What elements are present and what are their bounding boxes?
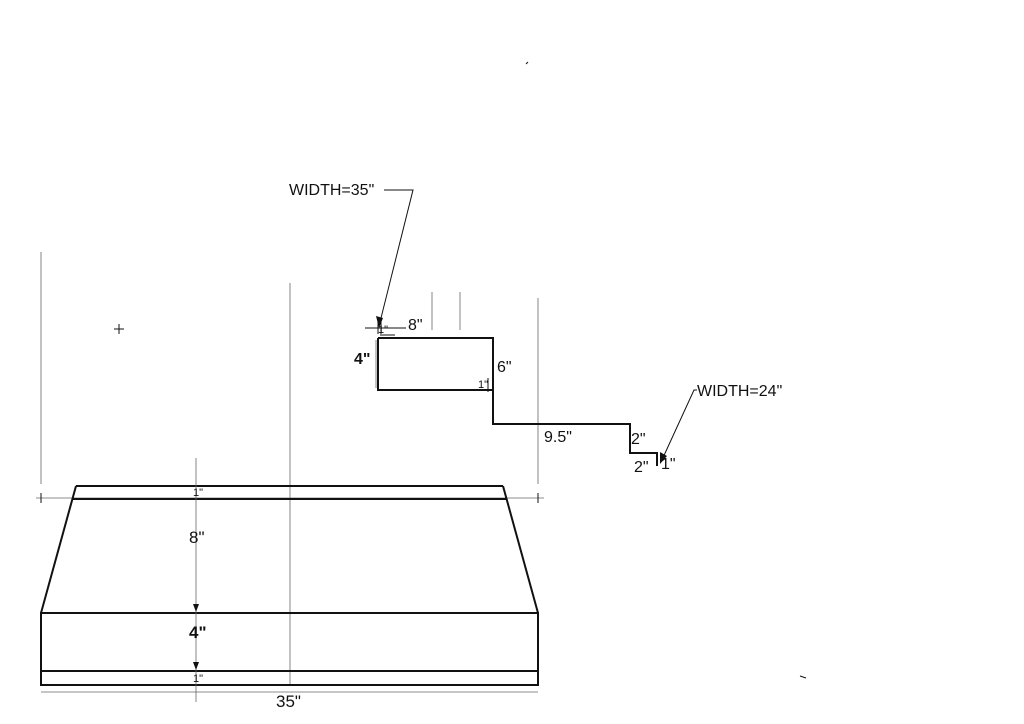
width-35-callout: WIDTH=35" bbox=[289, 182, 374, 199]
dim-6-label: 6" bbox=[497, 359, 512, 376]
profile-lower-box bbox=[377, 338, 493, 391]
profile-outline bbox=[378, 337, 658, 466]
width-24-leader bbox=[660, 389, 697, 463]
dim-4-label: 4" bbox=[354, 351, 370, 368]
width-35-arrowhead bbox=[376, 316, 383, 328]
scan-mark bbox=[525, 61, 529, 65]
front-dim-1-bottom-label: 1" bbox=[193, 673, 203, 685]
scan-mark bbox=[799, 675, 807, 679]
right-slope bbox=[502, 485, 539, 614]
dim-1-top-label: 1" bbox=[378, 324, 388, 336]
dim-1-end-label: 1" bbox=[661, 456, 676, 473]
dim-2-vertical-label: 2" bbox=[631, 431, 646, 448]
dim-2-horizontal-label: 2" bbox=[634, 459, 649, 476]
front-dim-4-label: 4" bbox=[189, 623, 207, 642]
front-dim-1-top-label: 1" bbox=[193, 487, 203, 499]
front-dim-35-label: 35" bbox=[276, 692, 301, 711]
left-slope bbox=[40, 485, 77, 614]
width-24-callout: WIDTH=24" bbox=[697, 383, 782, 400]
dim-arrowhead bbox=[193, 662, 199, 670]
dim-arrowhead bbox=[193, 604, 199, 612]
front-dim-8-label: 8" bbox=[189, 528, 205, 547]
dim-1-mid-label: 1" bbox=[478, 379, 488, 391]
dim-9-5-label: 9.5" bbox=[544, 429, 572, 446]
lower-box bbox=[40, 612, 539, 686]
width-24-arrowhead bbox=[660, 452, 667, 464]
front-view: 1" 8" 4" 1" 35" bbox=[36, 252, 544, 711]
dim-8-label: 8" bbox=[408, 317, 423, 334]
profile-view: WIDTH=35" 1" 8" 4" 6" 1" 9.5" 2" 2" 1" W… bbox=[289, 182, 782, 484]
width-35-leader bbox=[378, 189, 414, 327]
